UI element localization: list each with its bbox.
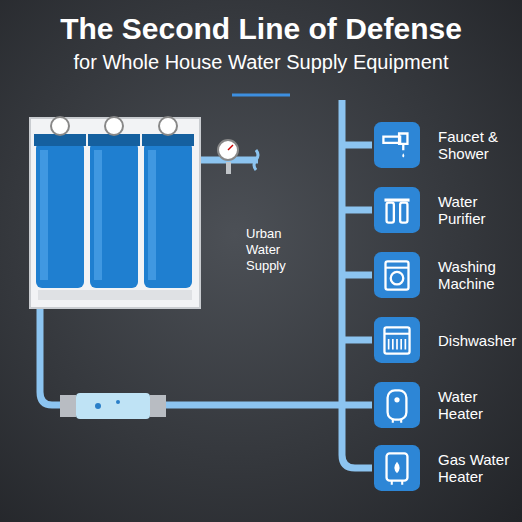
- appliance-icon: [374, 187, 420, 233]
- branch-pipes: [342, 145, 372, 405]
- trunk-pipe: [342, 100, 372, 468]
- heater-node: Water Heater: [374, 382, 518, 428]
- faucet-node: Faucet & Shower: [374, 122, 518, 168]
- supply-label: Urban Water Supply: [246, 226, 306, 274]
- appliance-icon: [374, 445, 420, 491]
- appliance-icon: [374, 122, 420, 168]
- appliance-label: Faucet & Shower: [438, 128, 514, 162]
- subtitle: for Whole House Water Supply Equipment: [0, 50, 522, 74]
- filter-housing: [30, 117, 200, 308]
- appliance-icon: [374, 317, 420, 363]
- appliance-label: Water Heater: [438, 388, 514, 422]
- gas-heater-node: Gas Water Heater: [374, 445, 518, 491]
- appliance-icon: [374, 252, 420, 298]
- purifier-node: Water Purifier: [374, 187, 518, 233]
- title: The Second Line of Defense: [0, 12, 522, 46]
- pipes: [32, 100, 372, 468]
- title-underline: [232, 94, 290, 97]
- appliance-label: Gas Water Heater: [438, 451, 514, 485]
- pressure-gauge: [218, 140, 238, 174]
- appliance-icon: [374, 382, 420, 428]
- appliance-label: Dishwasher: [438, 332, 514, 349]
- pipe-cut: [254, 150, 258, 170]
- appliance-label: Washing Machine: [438, 258, 514, 292]
- softener-device: [60, 393, 166, 419]
- washer-node: Washing Machine: [374, 252, 518, 298]
- dishwasher-node: Dishwasher: [374, 317, 518, 363]
- softener-pipe: [165, 402, 342, 409]
- appliance-label: Water Purifier: [438, 193, 514, 227]
